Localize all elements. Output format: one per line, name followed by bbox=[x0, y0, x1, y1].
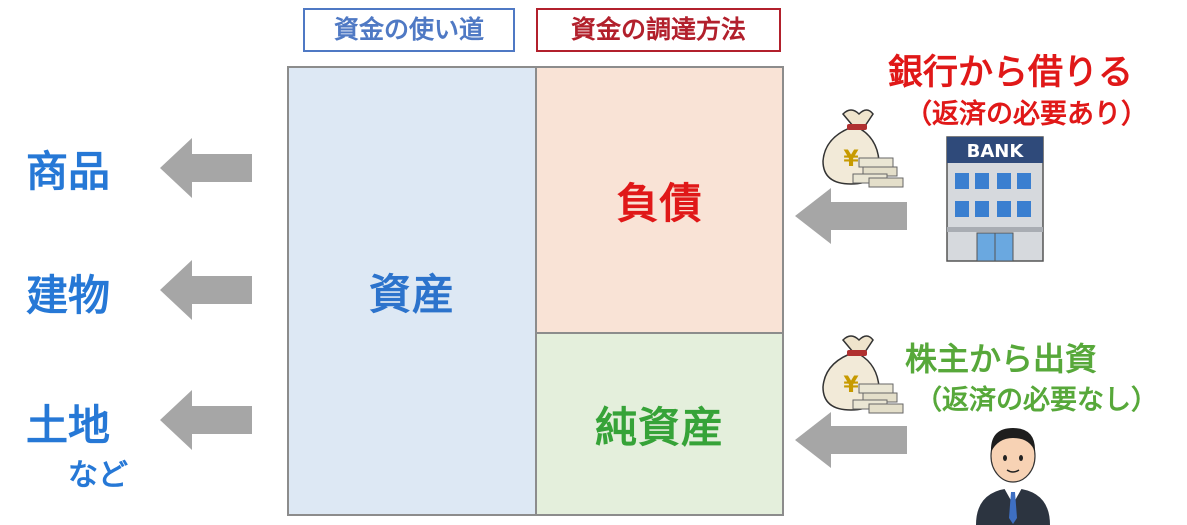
net-assets-box: 純資産 bbox=[535, 332, 784, 516]
assets-box: 資産 bbox=[287, 66, 537, 516]
uses-header: 資金の使い道 bbox=[303, 8, 515, 52]
money-bag-icon: ¥ bbox=[822, 109, 904, 188]
bank-building-icon: BANK bbox=[946, 136, 1044, 262]
use-item-etc: など bbox=[68, 458, 128, 493]
currency-symbol: ¥ bbox=[843, 373, 859, 398]
left-arrow-icon bbox=[160, 260, 252, 320]
sources-header: 資金の調達方法 bbox=[536, 8, 781, 52]
liabilities-label: 負債 bbox=[616, 178, 703, 228]
assets-label: 資産 bbox=[368, 269, 455, 319]
use-item-land: 土地 bbox=[26, 401, 111, 450]
left-arrow-icon bbox=[795, 412, 907, 468]
left-arrow-icon bbox=[160, 390, 252, 450]
use-item-buildings: 建物 bbox=[26, 271, 111, 320]
use-item-goods: 商品 bbox=[26, 147, 111, 196]
liabilities-box: 負債 bbox=[535, 66, 784, 334]
left-arrow-icon bbox=[795, 188, 907, 244]
bank-source-note: （返済の必要あり） bbox=[905, 99, 1148, 130]
bank-source-title: 銀行から借りる bbox=[888, 53, 1134, 93]
net-assets-label: 純資産 bbox=[594, 402, 724, 452]
shareholder-source-title: 株主から出資 bbox=[905, 340, 1098, 378]
shareholder-source-note: （返済の必要なし） bbox=[915, 385, 1158, 416]
shareholder-person-icon bbox=[976, 428, 1050, 525]
money-bag-icon: ¥ bbox=[822, 335, 904, 414]
bank-sign: BANK bbox=[967, 141, 1025, 162]
left-arrow-icon bbox=[160, 138, 252, 198]
currency-symbol: ¥ bbox=[843, 147, 859, 172]
